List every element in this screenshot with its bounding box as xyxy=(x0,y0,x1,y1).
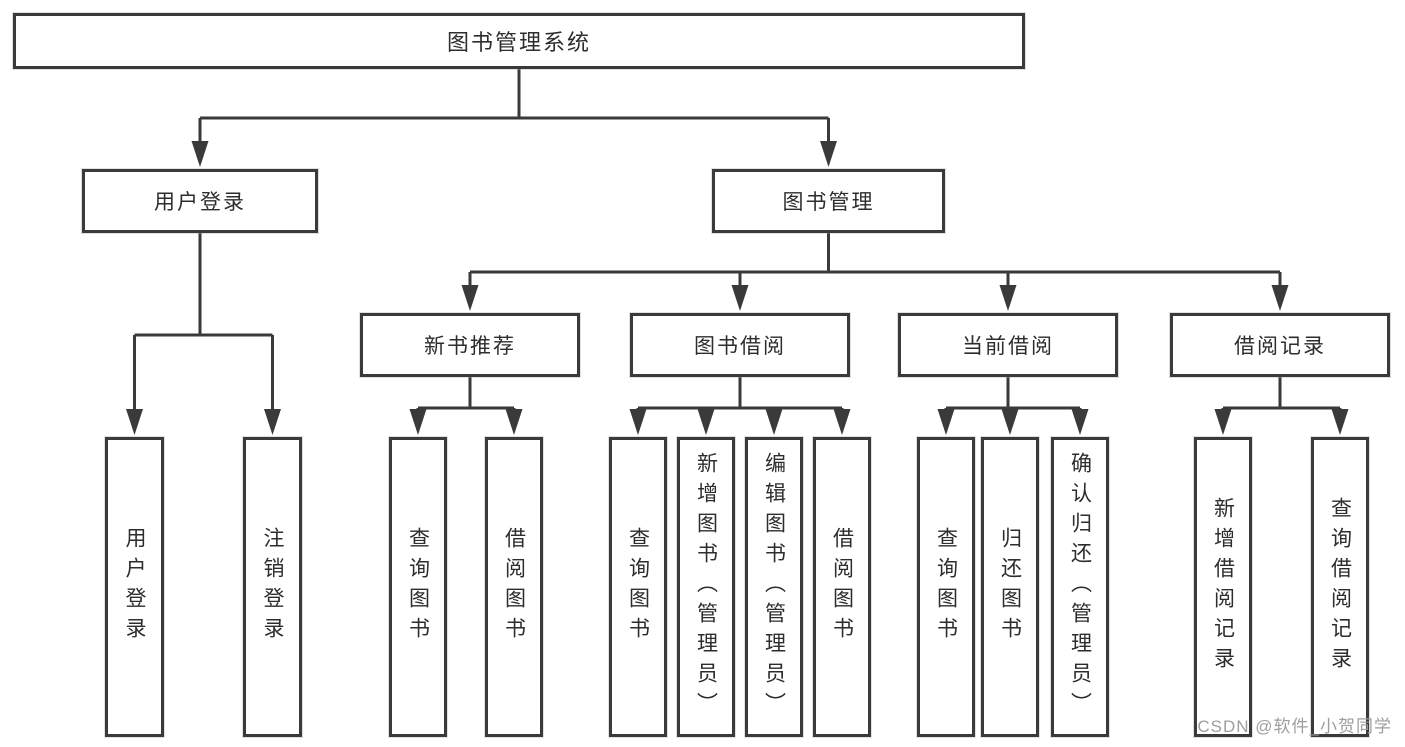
leaf-borrow-books-recommend: 借阅图书 xyxy=(485,437,543,737)
leaf-query-borrow-record: 查询借阅记录 xyxy=(1311,437,1369,737)
leaf-user-login: 用户登录 xyxy=(105,437,164,737)
node-root: 图书管理系统 xyxy=(13,13,1025,69)
node-borrowing-records: 借阅记录 xyxy=(1170,313,1390,377)
leaf-query-books-current-label: 查询图书 xyxy=(934,527,958,647)
leaf-user-login-label: 用户登录 xyxy=(123,527,146,647)
node-current-borrowing: 当前借阅 xyxy=(898,313,1118,377)
node-book-borrowing: 图书借阅 xyxy=(630,313,850,377)
leaf-query-books-borrowing: 查询图书 xyxy=(609,437,667,737)
leaf-logout-login-label: 注销登录 xyxy=(261,527,284,647)
leaf-add-borrow-record: 新增借阅记录 xyxy=(1194,437,1252,737)
leaf-edit-books-admin: 编辑图书（管理员） xyxy=(745,437,803,737)
node-book-management-label: 图书管理 xyxy=(782,191,875,214)
node-borrowing-records-label: 借阅记录 xyxy=(1234,335,1326,358)
leaf-confirm-return-admin-label: 确认归还（管理员） xyxy=(1068,452,1092,722)
node-current-borrowing-label: 当前借阅 xyxy=(962,335,1054,358)
leaf-borrow-books-recommend-label: 借阅图书 xyxy=(502,527,526,647)
node-book-management: 图书管理 xyxy=(712,169,945,233)
leaf-query-books-borrowing-label: 查询图书 xyxy=(626,527,650,647)
node-new-book-recommend-label: 新书推荐 xyxy=(424,335,516,358)
watermark: CSDN @软件_小贺同学 xyxy=(1197,717,1392,736)
leaf-add-books-admin: 新增图书（管理员） xyxy=(677,437,735,737)
node-user-login: 用户登录 xyxy=(82,169,318,233)
leaf-edit-books-admin-label: 编辑图书（管理员） xyxy=(762,452,786,722)
leaf-return-books-label: 归还图书 xyxy=(998,527,1022,647)
leaf-add-borrow-record-label: 新增借阅记录 xyxy=(1211,497,1235,677)
leaf-query-books-current: 查询图书 xyxy=(917,437,975,737)
leaf-query-borrow-record-label: 查询借阅记录 xyxy=(1328,497,1352,677)
leaf-logout-login: 注销登录 xyxy=(243,437,302,737)
leaf-borrow-books-borrowing: 借阅图书 xyxy=(813,437,871,737)
node-user-login-label: 用户登录 xyxy=(154,191,246,214)
leaf-add-books-admin-label: 新增图书（管理员） xyxy=(694,452,718,722)
leaf-query-books-recommend: 查询图书 xyxy=(389,437,447,737)
leaf-query-books-recommend-label: 查询图书 xyxy=(406,527,430,647)
node-root-label: 图书管理系统 xyxy=(446,30,591,55)
node-book-borrowing-label: 图书借阅 xyxy=(694,335,786,358)
leaf-return-books: 归还图书 xyxy=(981,437,1039,737)
leaf-borrow-books-borrowing-label: 借阅图书 xyxy=(830,527,854,647)
arrowheads xyxy=(126,141,1349,435)
leaf-confirm-return-admin: 确认归还（管理员） xyxy=(1051,437,1109,737)
node-new-book-recommend: 新书推荐 xyxy=(360,313,580,377)
